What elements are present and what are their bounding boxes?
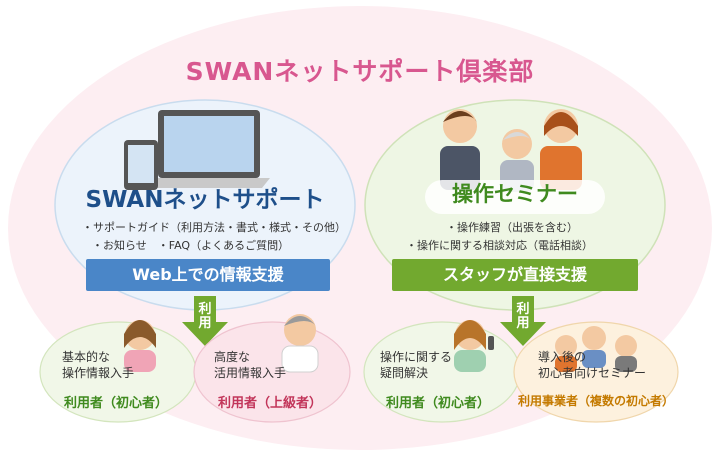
left-arrow-label: 利用 [198, 302, 212, 331]
user-group-portrait-4 [555, 326, 637, 372]
user-3-label: 利用者（初心者） [386, 396, 491, 411]
seminar-line-1: ・操作練習（出張を含む） [446, 221, 578, 234]
seminar-line-2: ・操作に関する相談対応（電話相談） [406, 239, 593, 252]
user-2-desc: 高度な 活用情報入手 [214, 349, 286, 381]
user-3-desc-line-1: 操作に関する [380, 350, 453, 364]
user-1-desc-line-2: 操作情報入手 [62, 366, 135, 380]
user-4-desc-line-1: 導入後の [538, 350, 587, 364]
user-2-desc-line-2: 活用情報入手 [214, 366, 287, 380]
page-title: SWANネットサポート倶楽部 [185, 57, 535, 86]
user-4-desc: 導入後の 初心者向けセミナー [538, 349, 646, 381]
left-arrow [182, 296, 228, 346]
tablet-icon [124, 140, 158, 190]
user-2-desc-line-1: 高度な [214, 350, 251, 364]
seminar-heading: 操作セミナー [452, 182, 578, 206]
user-4-label: 利用事業者（複数の初心者） [518, 394, 675, 408]
user-circle-4 [513, 321, 679, 423]
user-4-desc-line-2: 初心者向けセミナー [538, 366, 647, 380]
right-arrow-label: 利用 [516, 302, 530, 331]
user-2-label: 利用者（上級者） [218, 396, 323, 411]
user-3-desc: 操作に関する 疑問解決 [380, 349, 452, 381]
net-support-line-1: ・サポートガイド（利用方法・書式・様式・その他） [82, 221, 346, 234]
net-support-heading: SWANネットサポート [85, 187, 325, 213]
staff-illustration [440, 109, 582, 192]
user-1-desc-line-1: 基本的な [62, 350, 111, 364]
right-arrow [500, 296, 546, 346]
user-portrait-1 [124, 320, 156, 372]
user-portrait-2 [281, 314, 319, 373]
seminar-heading-pill [425, 180, 605, 214]
net-support-line-2: ・お知らせ ・FAQ（よくあるご質問） [92, 239, 290, 252]
user-3-desc-line-2: 疑問解決 [380, 366, 429, 380]
staff-support-banner: スタッフが直接支援 [392, 259, 638, 291]
user-portrait-3 [454, 320, 494, 372]
laptop-icon [148, 110, 270, 188]
web-support-banner: Web上での情報支援 [86, 259, 330, 291]
user-1-label: 利用者（初心者） [64, 396, 169, 411]
user-1-desc: 基本的な 操作情報入手 [62, 349, 134, 381]
